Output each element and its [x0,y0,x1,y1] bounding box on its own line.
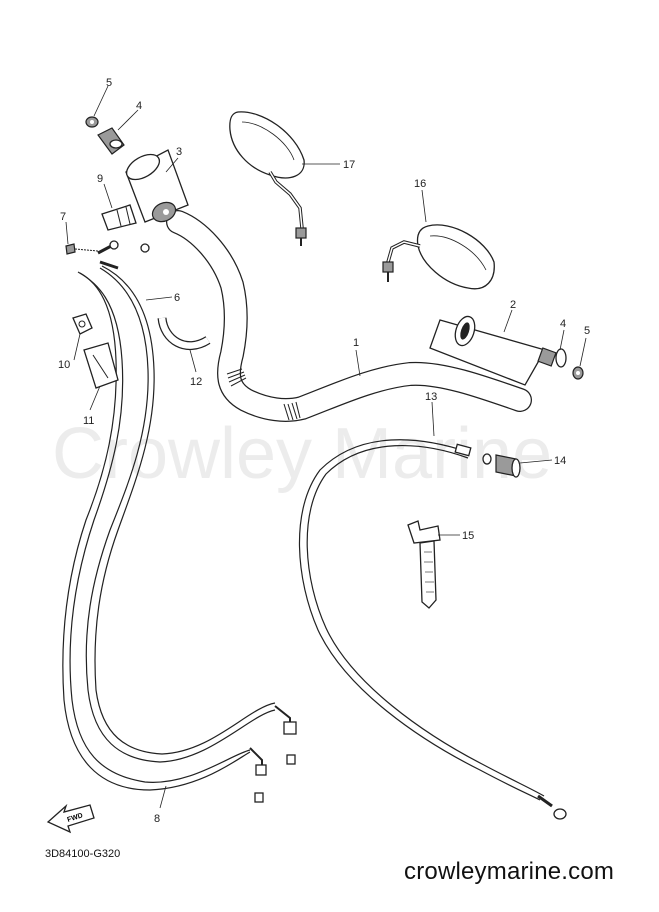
choke-knob [482,453,521,478]
mirror-left [229,111,307,246]
handlebar [166,210,532,422]
left-bar-end [97,127,125,155]
callout-1: 1 [353,337,359,349]
throttle-cables [62,265,297,803]
cable-end-upper [274,705,297,765]
callout-5-right: 5 [584,325,590,337]
cable-guide [83,342,119,389]
drawing-code: 3D84100-G320 [45,848,121,860]
handlebar-clamp [157,317,211,350]
cable-clamp [72,313,93,335]
left-bar-end-washer [85,116,99,128]
callout-8: 8 [154,813,160,825]
cable-tie [407,520,441,609]
knurl-right [283,401,301,421]
right-bar-end [537,347,567,368]
screw [65,243,99,255]
throttle-grip [125,149,189,223]
cable-end-lower [249,747,267,803]
callout-4-left: 4 [136,100,142,112]
callout-17: 17 [343,159,355,171]
right-bar-end-screw [572,366,584,380]
right-grip [429,315,546,386]
callout-13: 13 [425,391,437,403]
callout-9: 9 [97,173,103,185]
callout-14: 14 [554,455,566,467]
watermark: Crowley Marine [52,414,552,494]
callout-12: 12 [190,376,202,388]
cable-holder [101,204,137,231]
fwd-arrow: FWD [46,803,95,834]
callout-5-left: 5 [106,77,112,89]
brand-url[interactable]: crowleymarine.com [404,858,615,885]
callout-3: 3 [176,146,182,158]
callout-11: 11 [83,415,94,427]
knurl-left [226,368,247,387]
fwd-label: FWD [66,812,83,824]
callout-4-right: 4 [560,318,566,330]
control-cable [298,439,567,820]
cable-fittings-top [97,240,150,270]
callout-6: 6 [174,292,180,304]
callout-7: 7 [60,211,66,223]
mirror-right [382,224,495,290]
callout-10: 10 [58,359,70,371]
callout-15: 15 [462,530,474,542]
callout-16: 16 [414,178,426,190]
callouts: 5 4 3 9 7 6 10 11 12 17 16 2 4 5 1 13 14 [58,77,590,825]
callout-2: 2 [510,299,516,311]
